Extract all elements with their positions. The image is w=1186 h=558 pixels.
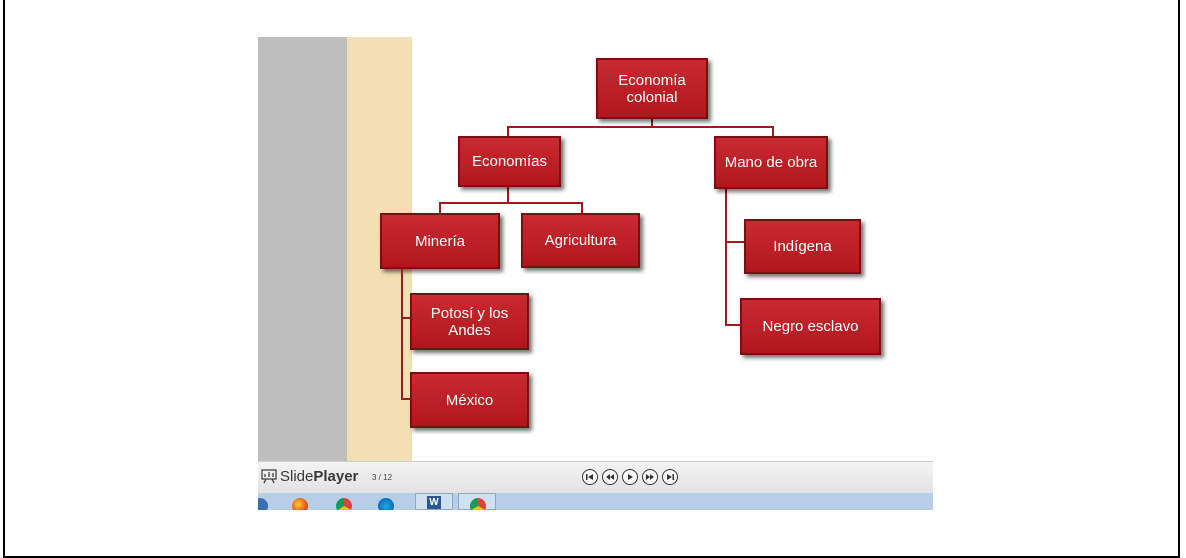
chrome-icon[interactable] xyxy=(336,498,352,510)
connector-lines xyxy=(439,119,774,326)
node-mineria: Minería xyxy=(380,213,500,269)
play-button[interactable] xyxy=(622,469,638,485)
word-taskbar-button[interactable]: W xyxy=(415,493,453,510)
slideplayer-logo-icon xyxy=(261,469,277,484)
screen-capture: Economía colonial Economías Mano de obra… xyxy=(258,37,933,510)
left-gray-panel xyxy=(258,37,347,461)
firefox-icon[interactable] xyxy=(292,498,308,510)
connector-economias-mineria xyxy=(439,187,509,213)
slideplayer-control-bar: SlidePlayer 3 / 12 xyxy=(258,461,933,494)
node-indigena: Indígena xyxy=(744,219,861,274)
word-icon: W xyxy=(427,496,441,509)
node-agricultura: Agricultura xyxy=(521,213,640,268)
node-economias: Economías xyxy=(458,136,561,187)
previous-slide-icon xyxy=(606,474,614,480)
connector-root-economias xyxy=(507,119,653,136)
windows-taskbar: W xyxy=(258,493,933,510)
start-icon[interactable] xyxy=(258,498,268,510)
chrome-icon xyxy=(470,498,486,510)
node-mexico: México xyxy=(410,372,529,428)
last-slide-icon xyxy=(667,474,674,480)
node-mano-de-obra: Mano de obra xyxy=(714,136,828,189)
connector-economias-agricultura xyxy=(508,202,583,213)
first-slide-button[interactable] xyxy=(582,469,598,485)
connector-mano-indigena xyxy=(725,189,744,243)
connector-lines-left xyxy=(401,269,410,400)
node-economia-colonial: Economía colonial xyxy=(596,58,708,119)
connector-mano-negro xyxy=(725,242,742,326)
node-potosi-y-los-andes: Potosí y los Andes xyxy=(410,293,529,350)
connector-root-mano-de-obra xyxy=(652,126,774,136)
page-counter: 3 / 12 xyxy=(372,473,393,482)
next-slide-button[interactable] xyxy=(642,469,658,485)
first-slide-icon xyxy=(586,474,593,480)
previous-slide-button[interactable] xyxy=(602,469,618,485)
slideplayer-logo[interactable]: SlidePlayer xyxy=(280,468,359,485)
chrome-taskbar-button[interactable] xyxy=(458,493,496,510)
next-slide-icon xyxy=(646,474,654,480)
edge-icon[interactable] xyxy=(378,498,394,510)
node-negro-esclavo: Negro esclavo xyxy=(740,298,881,355)
play-icon xyxy=(628,474,633,480)
last-slide-button[interactable] xyxy=(662,469,678,485)
